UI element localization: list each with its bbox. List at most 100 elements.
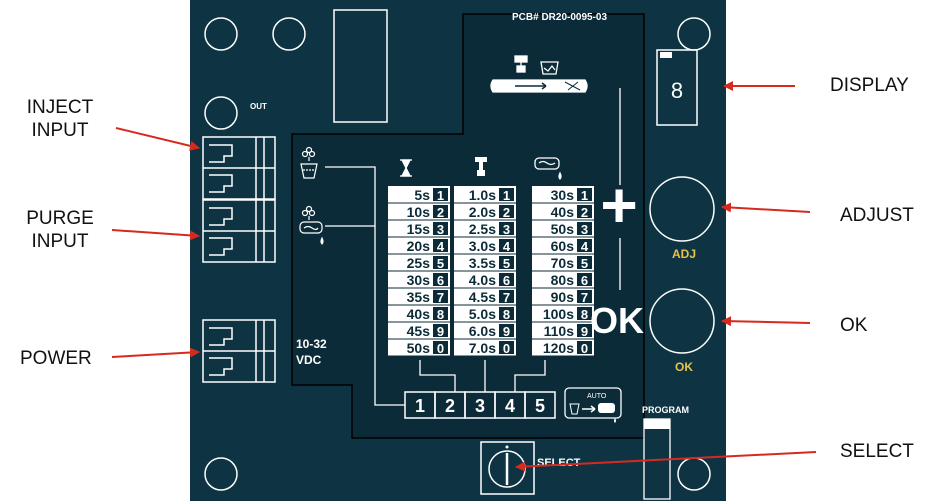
table-cell-value: 40s: [551, 204, 575, 220]
table-cell-index: 9: [437, 324, 444, 339]
inject-input-line2: INPUT: [31, 120, 89, 141]
table-index-box: [433, 239, 448, 252]
program-label: PROGRAM: [642, 405, 689, 415]
table-cell-value: 70s: [551, 255, 575, 271]
table-index-box: [499, 341, 514, 354]
table-cell-index: 0: [503, 341, 510, 356]
ok-button[interactable]: [649, 288, 715, 354]
adjust-callout: ADJUST: [840, 205, 914, 226]
table-cell-value: 30s: [551, 187, 575, 203]
table-cell-index: 4: [503, 239, 511, 254]
table-cell-index: 3: [581, 222, 588, 237]
table-cell-value: 45s: [407, 323, 431, 339]
inject-input-connector[interactable]: [202, 136, 276, 200]
table-cell-index: 0: [581, 341, 588, 356]
power-connector[interactable]: [202, 319, 276, 383]
table-index-box: [433, 256, 448, 269]
table-cell-index: 4: [581, 239, 589, 254]
table-cell-value: 2.5s: [469, 221, 496, 237]
table-cell-index: 2: [503, 205, 510, 220]
select-arrow: [515, 451, 817, 472]
ok-button-label: OK: [675, 360, 693, 374]
mode-box: [524, 391, 556, 419]
table-index-box: [577, 188, 592, 201]
inject-arrow: [115, 127, 200, 151]
table-index-box: [499, 290, 514, 303]
table-index-box: [499, 188, 514, 201]
table-cell-value: 2.0s: [469, 204, 496, 220]
purge-pipe-icon: [299, 205, 324, 245]
table-cell-value: 110s: [544, 323, 575, 339]
mounting-hole: [204, 96, 238, 130]
select-label: SELECT: [537, 457, 581, 469]
table-index-box: [433, 307, 448, 320]
auto-label: AUTO: [587, 393, 607, 400]
table-cell-index: 5: [581, 256, 588, 271]
mode-number: 1: [415, 396, 425, 416]
mounting-hole: [204, 17, 238, 51]
table-cell-value: 50s: [407, 340, 431, 356]
table-cell-index: 8: [437, 307, 444, 322]
table-cell-value: 60s: [551, 238, 575, 254]
routing-lines: [325, 88, 621, 406]
table-index-box: [577, 222, 592, 235]
table-index-box: [499, 273, 514, 286]
table-index-box: [433, 273, 448, 286]
table-index-box: [577, 239, 592, 252]
table-index-box: [577, 307, 592, 320]
voltage-label: 10-32: [296, 337, 327, 351]
table-cell-value: 20s: [407, 238, 431, 254]
table-index-box: [499, 324, 514, 337]
table-cell-index: 6: [437, 273, 444, 288]
adjust-button[interactable]: [649, 176, 715, 242]
table-cell-value: 3.5s: [469, 255, 496, 271]
table-cell-value: 40s: [407, 306, 431, 322]
mounting-hole: [272, 17, 306, 51]
table-cell-value: 90s: [551, 289, 575, 305]
table-cell-index: 7: [581, 290, 588, 305]
purge-input-line1: PURGE: [26, 208, 94, 229]
table-cell-value: 25s: [407, 255, 431, 271]
table-cell-index: 7: [503, 290, 510, 305]
table-index-box: [577, 341, 592, 354]
table-index-box: [499, 256, 514, 269]
table-cell-value: 30s: [407, 272, 431, 288]
pcb-label: PCB# DR20-0095-03: [512, 12, 607, 23]
table-cell-index: 1: [581, 188, 588, 203]
timing-table: 5s 110s 2 15s 3 20s 4 25s 5 30s 6 35s 7 40s 8 45s 9 50s 0 1…: [388, 186, 594, 357]
purge-input-callout: PURGE INPUT: [20, 207, 100, 253]
plus-symbol: +: [600, 169, 637, 241]
table-index-box: [433, 188, 448, 201]
table-index-box: [433, 290, 448, 303]
ok-callout: OK: [840, 315, 868, 336]
ok-symbol: OK: [590, 300, 644, 341]
table-cell-index: 5: [437, 256, 444, 271]
hourglass-icon: [400, 159, 412, 177]
out-label: OUT: [250, 102, 267, 111]
voltage-unit-label: VDC: [296, 353, 322, 367]
table-cell-value: 15s: [407, 221, 431, 237]
table-cell-value: 1.0s: [469, 187, 496, 203]
pipe-drip-icon: [534, 157, 562, 180]
table-cell-value: 4.0s: [469, 272, 496, 288]
table-cell-value: 4.5s: [469, 289, 496, 305]
mounting-hole: [204, 457, 238, 491]
table-cell-index: 2: [437, 205, 444, 220]
table-cell-value: 5s: [414, 187, 430, 203]
table-index-box: [577, 290, 592, 303]
table-cell-index: 5: [503, 256, 510, 271]
table-cell-index: 9: [581, 324, 588, 339]
table-index-box: [577, 256, 592, 269]
table-cell-index: 1: [503, 188, 510, 203]
table-cell-value: 35s: [407, 289, 431, 305]
table-index-box: [499, 307, 514, 320]
purge-input-connector[interactable]: [202, 199, 276, 263]
power-callout: POWER: [20, 348, 92, 369]
table-cell-index: 3: [437, 222, 444, 237]
table-cell-value: 50s: [551, 221, 575, 237]
table-index-box: [499, 222, 514, 235]
table-index-box: [433, 222, 448, 235]
table-index-box: [433, 341, 448, 354]
table-cell-value: 3.0s: [469, 238, 496, 254]
